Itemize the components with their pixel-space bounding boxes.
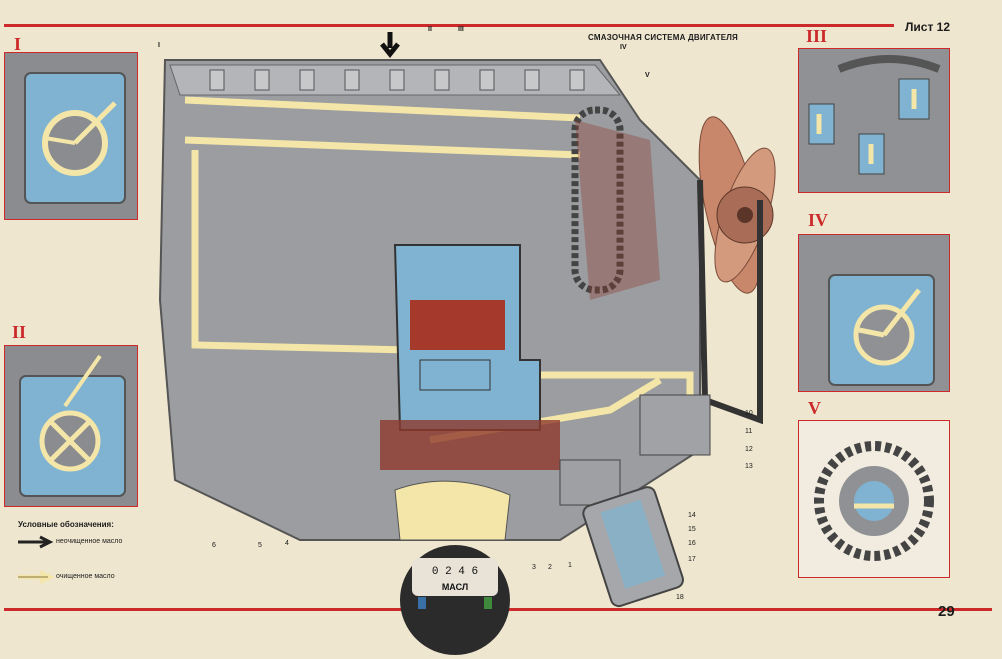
main-marker-V: V	[645, 72, 650, 79]
main-marker-II: II	[428, 26, 432, 33]
callout-3: 3	[532, 564, 536, 571]
callout-6: 6	[212, 542, 216, 549]
page-number: 29	[938, 603, 955, 620]
callout-13: 13	[745, 463, 753, 470]
callout-17: 17	[688, 556, 696, 563]
panel-I-label: I	[14, 34, 22, 54]
panel-III-label: III	[806, 26, 828, 46]
panel-V-illustration	[799, 421, 949, 577]
callout-5: 5	[258, 542, 262, 549]
panel-I-illustration	[5, 53, 137, 219]
panel-V-label: V	[808, 398, 821, 418]
callout-18: 18	[676, 594, 684, 601]
callout-15: 15	[688, 526, 696, 533]
main-marker-III: III	[458, 26, 464, 33]
panel-V	[798, 420, 950, 578]
callout-14: 14	[688, 512, 696, 519]
callout-1: 1	[568, 562, 572, 569]
callout-16: 16	[688, 540, 696, 547]
top-rule	[4, 24, 894, 27]
callout-12: 12	[745, 446, 753, 453]
panel-IV-illustration	[799, 235, 949, 391]
panel-II-illustration	[5, 346, 137, 506]
callout-4: 4	[285, 540, 289, 547]
main-marker-I: I	[158, 42, 160, 49]
panel-IV-label: IV	[808, 210, 829, 230]
rocker-row	[209, 69, 585, 91]
panel-I	[4, 52, 138, 220]
legend-filtered-label: очищенное масло	[56, 573, 115, 580]
oil-fill-arrow	[380, 32, 400, 59]
sheet-label: Лист 12	[905, 20, 951, 34]
callout-10: 10	[745, 410, 753, 417]
diagram-title: СМАЗОЧНАЯ СИСТЕМА ДВИГАТЕЛЯ	[588, 33, 739, 42]
panel-II-label: II	[12, 322, 27, 342]
legend-unfiltered-arrow	[18, 535, 54, 549]
panel-II	[4, 345, 138, 507]
legend-title: Условные обозначения:	[18, 520, 114, 529]
callout-2: 2	[548, 564, 552, 571]
panel-III-illustration	[799, 49, 949, 192]
oil-pressure-gauge: 0 2 4 6 МАСЛ	[400, 545, 510, 655]
panel-IV	[798, 234, 950, 392]
main-marker-IV: IV	[620, 44, 627, 51]
gauge-scale: 0 2 4 6	[432, 566, 478, 578]
panel-III	[798, 48, 950, 193]
gauge-label: МАСЛ	[442, 582, 468, 592]
callout-11: 11	[745, 428, 753, 435]
legend-unfiltered-label: неочищенное масло	[56, 538, 123, 545]
